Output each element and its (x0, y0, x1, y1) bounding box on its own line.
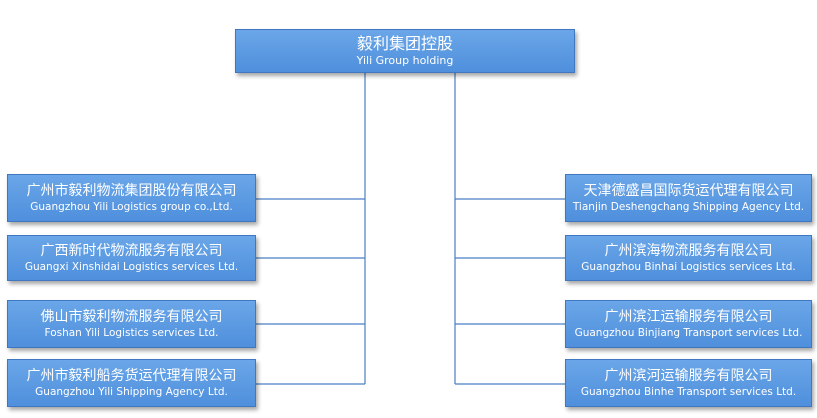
right-node-3: 广州滨江运输服务有限公司 Guangzhou Binjiang Transpor… (565, 300, 812, 348)
node-name-zh: 广州滨江运输服务有限公司 (604, 309, 773, 325)
node-name-zh: 广州市毅利船务货运代理有限公司 (26, 368, 237, 384)
node-name-en: Guangzhou Yili Shipping Agency Ltd. (35, 386, 228, 398)
node-name-zh: 广州滨海物流服务有限公司 (604, 243, 773, 259)
node-name-en: Tianjin Deshengchang Shipping Agency Ltd… (572, 201, 805, 213)
node-name-en: Foshan Yili Logistics services Ltd. (44, 327, 219, 339)
left-node-3: 佛山市毅利物流服务有限公司 Foshan Yili Logistics serv… (7, 300, 256, 348)
node-name-zh: 广西新时代物流服务有限公司 (40, 243, 223, 259)
node-name-en: Guangxi Xinshidai Logistics services Ltd… (24, 261, 239, 273)
root-name-zh: 毅利集团控股 (356, 34, 453, 53)
right-node-4: 广州滨河运输服务有限公司 Guangzhou Binhe Transport s… (565, 359, 812, 407)
node-name-zh: 天津德盛昌国际货运代理有限公司 (583, 183, 794, 199)
node-name-en: Guangzhou Binjiang Transport services Lt… (574, 327, 803, 339)
node-name-zh: 广州市毅利物流集团股份有限公司 (26, 183, 237, 199)
root-node: 毅利集团控股 Yili Group holding (235, 29, 575, 73)
node-name-en: Guangzhou Binhai Logistics services Ltd. (581, 261, 796, 273)
right-node-1: 天津德盛昌国际货运代理有限公司 Tianjin Deshengchang Shi… (565, 174, 812, 222)
node-name-zh: 佛山市毅利物流服务有限公司 (40, 309, 223, 325)
left-node-2: 广西新时代物流服务有限公司 Guangxi Xinshidai Logistic… (7, 235, 256, 281)
node-name-en: Guangzhou Binhe Transport services Ltd. (580, 386, 797, 398)
root-name-en: Yili Group holding (356, 54, 454, 67)
node-name-zh: 广州滨河运输服务有限公司 (604, 368, 773, 384)
left-node-1: 广州市毅利物流集团股份有限公司 Guangzhou Yili Logistics… (7, 174, 256, 222)
node-name-en: Guangzhou Yili Logistics group co.,Ltd. (30, 201, 233, 213)
right-node-2: 广州滨海物流服务有限公司 Guangzhou Binhai Logistics … (565, 235, 812, 281)
left-node-4: 广州市毅利船务货运代理有限公司 Guangzhou Yili Shipping … (7, 359, 256, 407)
